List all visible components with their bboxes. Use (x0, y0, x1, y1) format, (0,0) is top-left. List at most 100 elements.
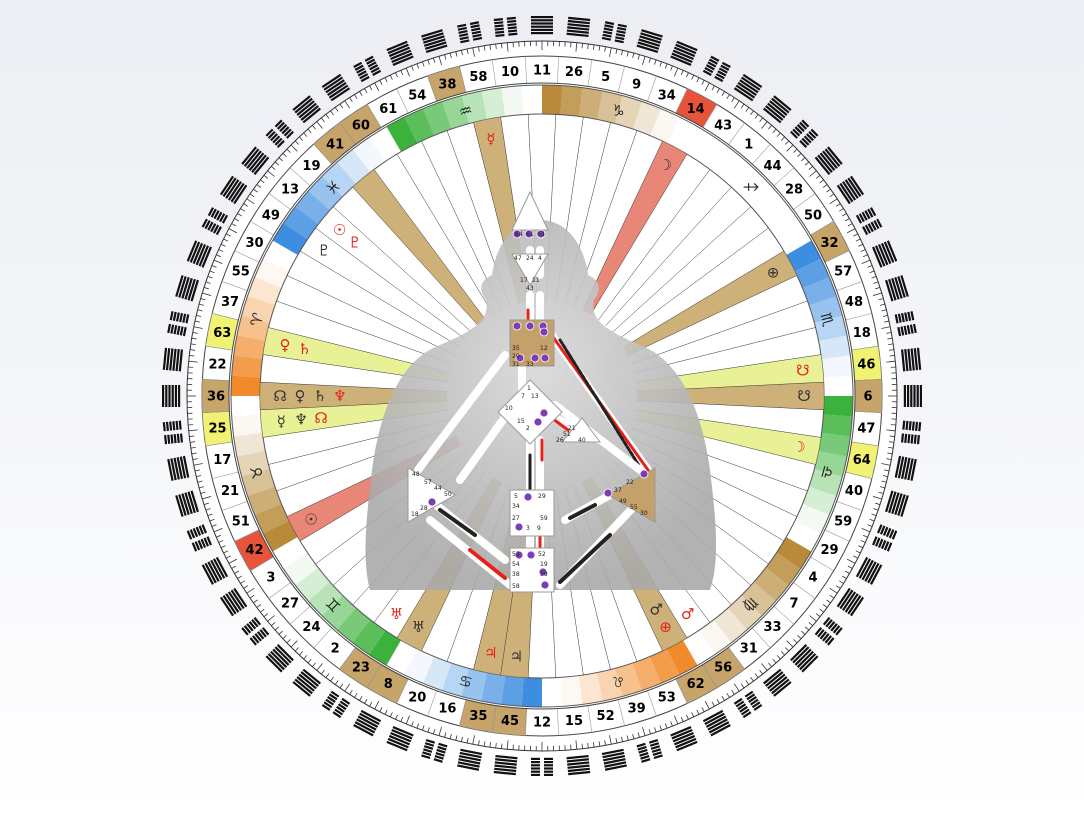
center-number: 48 (412, 471, 420, 478)
tick (860, 540, 866, 543)
hexagram-line (650, 745, 661, 750)
tick (501, 43, 503, 49)
hexagram-line (176, 325, 181, 335)
hexagram-line (253, 156, 270, 175)
gate-number: 62 (687, 677, 705, 692)
tick (609, 47, 612, 57)
hexagram (186, 240, 212, 268)
tick (213, 259, 223, 264)
gate-number: 57 (834, 265, 852, 280)
tick (721, 91, 725, 97)
hexagram-line (916, 385, 919, 407)
hexagram-line (649, 742, 660, 747)
gate-number: 4 (809, 571, 818, 586)
tick (726, 693, 730, 698)
gate-divider (491, 59, 497, 87)
tick (444, 732, 447, 738)
tick (438, 726, 442, 736)
zodiac-segment (809, 468, 843, 496)
tick (664, 63, 668, 69)
zodiac-segment (231, 414, 263, 437)
hexagram-line (194, 541, 201, 551)
gate-number: 27 (281, 596, 299, 611)
hexagram-line (710, 724, 731, 737)
hexagram-line (544, 761, 553, 764)
tick (191, 337, 197, 340)
tick (793, 148, 798, 153)
hexagram-line (767, 673, 786, 690)
hexagram-line (883, 241, 895, 263)
hexagram-line (790, 644, 808, 662)
hexagram-line (864, 210, 871, 220)
hexagram-line (195, 526, 202, 536)
tick (879, 303, 886, 306)
hexagram-line (867, 208, 874, 218)
tick (881, 463, 891, 466)
zodiac-segment (236, 451, 270, 477)
tick (246, 198, 255, 205)
center-number: 61 (526, 231, 534, 238)
hexagram-line (673, 46, 696, 58)
hexagram-line (763, 668, 782, 685)
planet-glyph: ♂ (649, 600, 662, 618)
zodiac-segment (247, 486, 282, 516)
hexagram-line (470, 24, 480, 29)
tick (826, 599, 831, 604)
tick (395, 714, 398, 720)
tick (193, 463, 203, 466)
hexagram-line (912, 323, 917, 334)
hexagram-line (186, 530, 193, 540)
hexagram-line (507, 23, 517, 27)
hexagram-line (676, 740, 698, 752)
gate-divider (854, 411, 882, 413)
hexagram (175, 275, 199, 302)
tick (822, 604, 828, 608)
hexagram-line (670, 726, 692, 737)
ray (623, 251, 797, 356)
hexagram-line (769, 676, 788, 692)
tick (202, 496, 212, 500)
gate-divider (675, 678, 688, 704)
zodiac-segment (649, 648, 680, 684)
tick (801, 630, 806, 635)
hexagram-line (328, 693, 338, 701)
hexagram-line (824, 148, 841, 167)
tick (886, 360, 896, 363)
zodiac-segment (578, 672, 603, 705)
hexagram-line (799, 140, 808, 148)
hexagram-line (638, 38, 661, 47)
tick (294, 647, 299, 652)
zodiac-segment (481, 672, 506, 705)
hexagram-line (861, 211, 868, 221)
tick (785, 647, 790, 652)
hexagram-line (323, 701, 333, 709)
tick (862, 254, 868, 258)
hexagram-line (210, 559, 223, 581)
tick (704, 82, 710, 92)
hexagram-line (171, 385, 174, 407)
hexagram-line (469, 21, 480, 26)
hexagram-line (568, 16, 591, 22)
gate-divider (212, 313, 239, 321)
tick (194, 320, 200, 323)
gate-number: 20 (408, 691, 426, 706)
hexagram-line (735, 700, 745, 708)
hexagram-line (900, 349, 906, 372)
tick (680, 70, 684, 76)
tick (626, 51, 629, 57)
hexagram (265, 119, 294, 148)
gate-divider (221, 501, 248, 511)
hexagram-line (819, 631, 828, 640)
gate-divider (702, 104, 718, 128)
tick (886, 429, 896, 432)
center-number: 43 (526, 285, 534, 292)
hexagram-line (897, 326, 902, 337)
tick (704, 700, 710, 710)
tick (858, 545, 864, 549)
hexagram-line (867, 223, 874, 233)
hexagram-line (902, 420, 906, 430)
tick (878, 491, 884, 494)
tick (654, 59, 657, 65)
hexagram (175, 490, 199, 517)
hexagram-line (190, 279, 199, 302)
